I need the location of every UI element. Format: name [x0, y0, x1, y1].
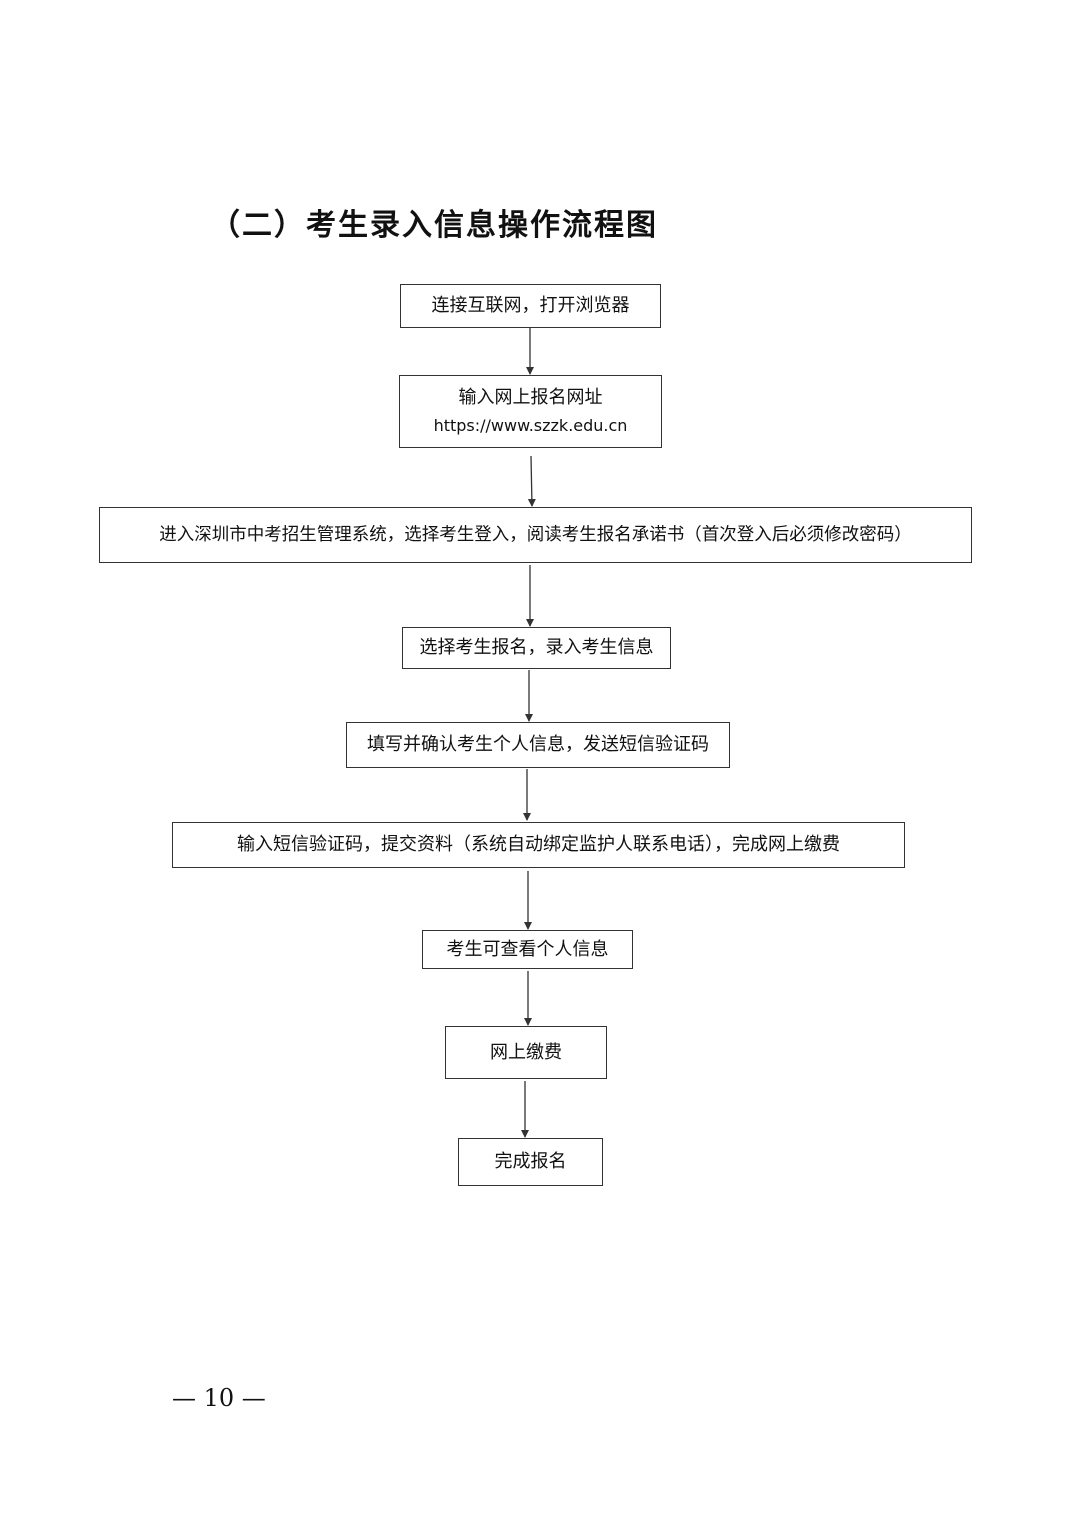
step-online-payment: 网上缴费: [445, 1026, 607, 1079]
step-view-info: 考生可查看个人信息: [422, 930, 633, 969]
step-enter-system: 进入深圳市中考招生管理系统，选择考生登入，阅读考生报名承诺书（首次登入后必须修改…: [99, 507, 972, 563]
step-label: 网上缴费: [490, 1041, 562, 1063]
registration-url: https://www.szzk.edu.cn: [433, 415, 628, 435]
step-label: 选择考生报名，录入考生信息: [419, 637, 654, 658]
step-fill-confirm-info: 填写并确认考生个人信息，发送短信验证码: [346, 722, 730, 768]
step-label: 完成报名: [494, 1151, 567, 1172]
step-connect-internet: 连接互联网，打开浏览器: [400, 284, 661, 328]
step-select-registration: 选择考生报名，录入考生信息: [402, 627, 671, 669]
step-label: 填写并确认考生个人信息，发送短信验证码: [367, 734, 709, 755]
arrow-2: [527, 455, 536, 507]
step-label: 进入深圳市中考招生管理系统，选择考生登入，阅读考生报名承诺书（首次登入后必须修改…: [159, 525, 912, 545]
page-number: — 10 —: [172, 1384, 266, 1412]
step-label: 考生可查看个人信息: [446, 938, 609, 960]
page-title: （二）考生录入信息操作流程图: [210, 208, 658, 243]
step-enter-url: 输入网上报名网址 https://www.szzk.edu.cn: [399, 375, 662, 448]
step-label: 连接互联网，打开浏览器: [431, 295, 630, 316]
step-submit-code: 输入短信验证码，提交资料（系统自动绑定监护人联系电话），完成网上缴费: [172, 822, 905, 868]
step-label: 输入网上报名网址: [458, 386, 603, 408]
step-label: 输入短信验证码，提交资料（系统自动绑定监护人联系电话），完成网上缴费: [237, 834, 840, 855]
step-complete-registration: 完成报名: [458, 1138, 603, 1186]
